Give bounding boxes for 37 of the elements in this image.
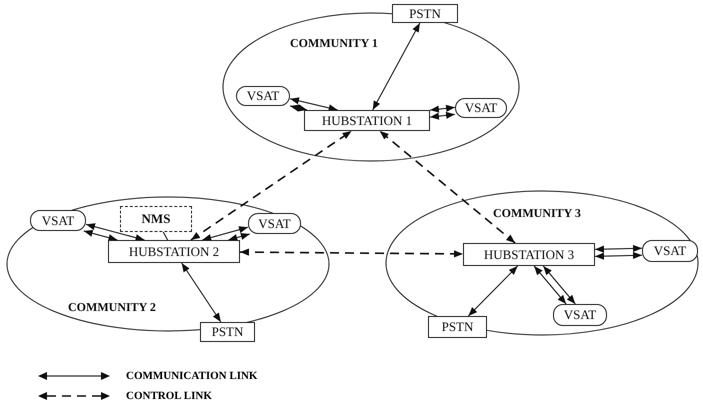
arrow	[181, 262, 222, 322]
station-box: PSTN	[200, 322, 255, 342]
community-label: COMMUNITY 2	[68, 300, 156, 315]
arrow	[534, 266, 567, 304]
community-label: COMMUNITY 1	[290, 36, 378, 51]
terminal-box: VSAT	[553, 304, 607, 326]
arrow	[542, 266, 576, 304]
arrow	[86, 223, 146, 242]
community-label: COMMUNITY 3	[493, 206, 581, 221]
terminal-box: VSAT	[236, 86, 290, 106]
station-box: NMS	[120, 206, 192, 232]
station-box: HUBSTATION 1	[304, 110, 430, 131]
arrow	[83, 230, 118, 242]
arrow	[594, 244, 642, 253]
connector-line	[162, 232, 168, 240]
arrow	[290, 104, 308, 112]
terminal-box: VSAT	[642, 240, 698, 262]
arrow	[190, 130, 352, 241]
legend-label: CONTROL LINK	[126, 390, 212, 402]
arrow	[240, 248, 463, 258]
arrow	[594, 252, 642, 260]
arrow	[468, 266, 518, 316]
arrow	[290, 97, 338, 112]
terminal-box: VSAT	[248, 213, 301, 234]
arrow	[430, 112, 456, 120]
arrow	[372, 22, 420, 110]
station-box: HUBSTATION 2	[108, 240, 240, 263]
arrow	[228, 232, 250, 242]
legend-label: COMMUNICATION LINK	[126, 370, 258, 382]
station-box: PSTN	[392, 4, 458, 23]
arrow	[430, 104, 456, 113]
arrow	[202, 226, 248, 242]
station-box: PSTN	[428, 316, 487, 338]
arrow	[379, 130, 516, 244]
terminal-box: VSAT	[30, 210, 86, 231]
terminal-box: VSAT	[455, 98, 507, 118]
station-box: HUBSTATION 3	[463, 243, 595, 266]
